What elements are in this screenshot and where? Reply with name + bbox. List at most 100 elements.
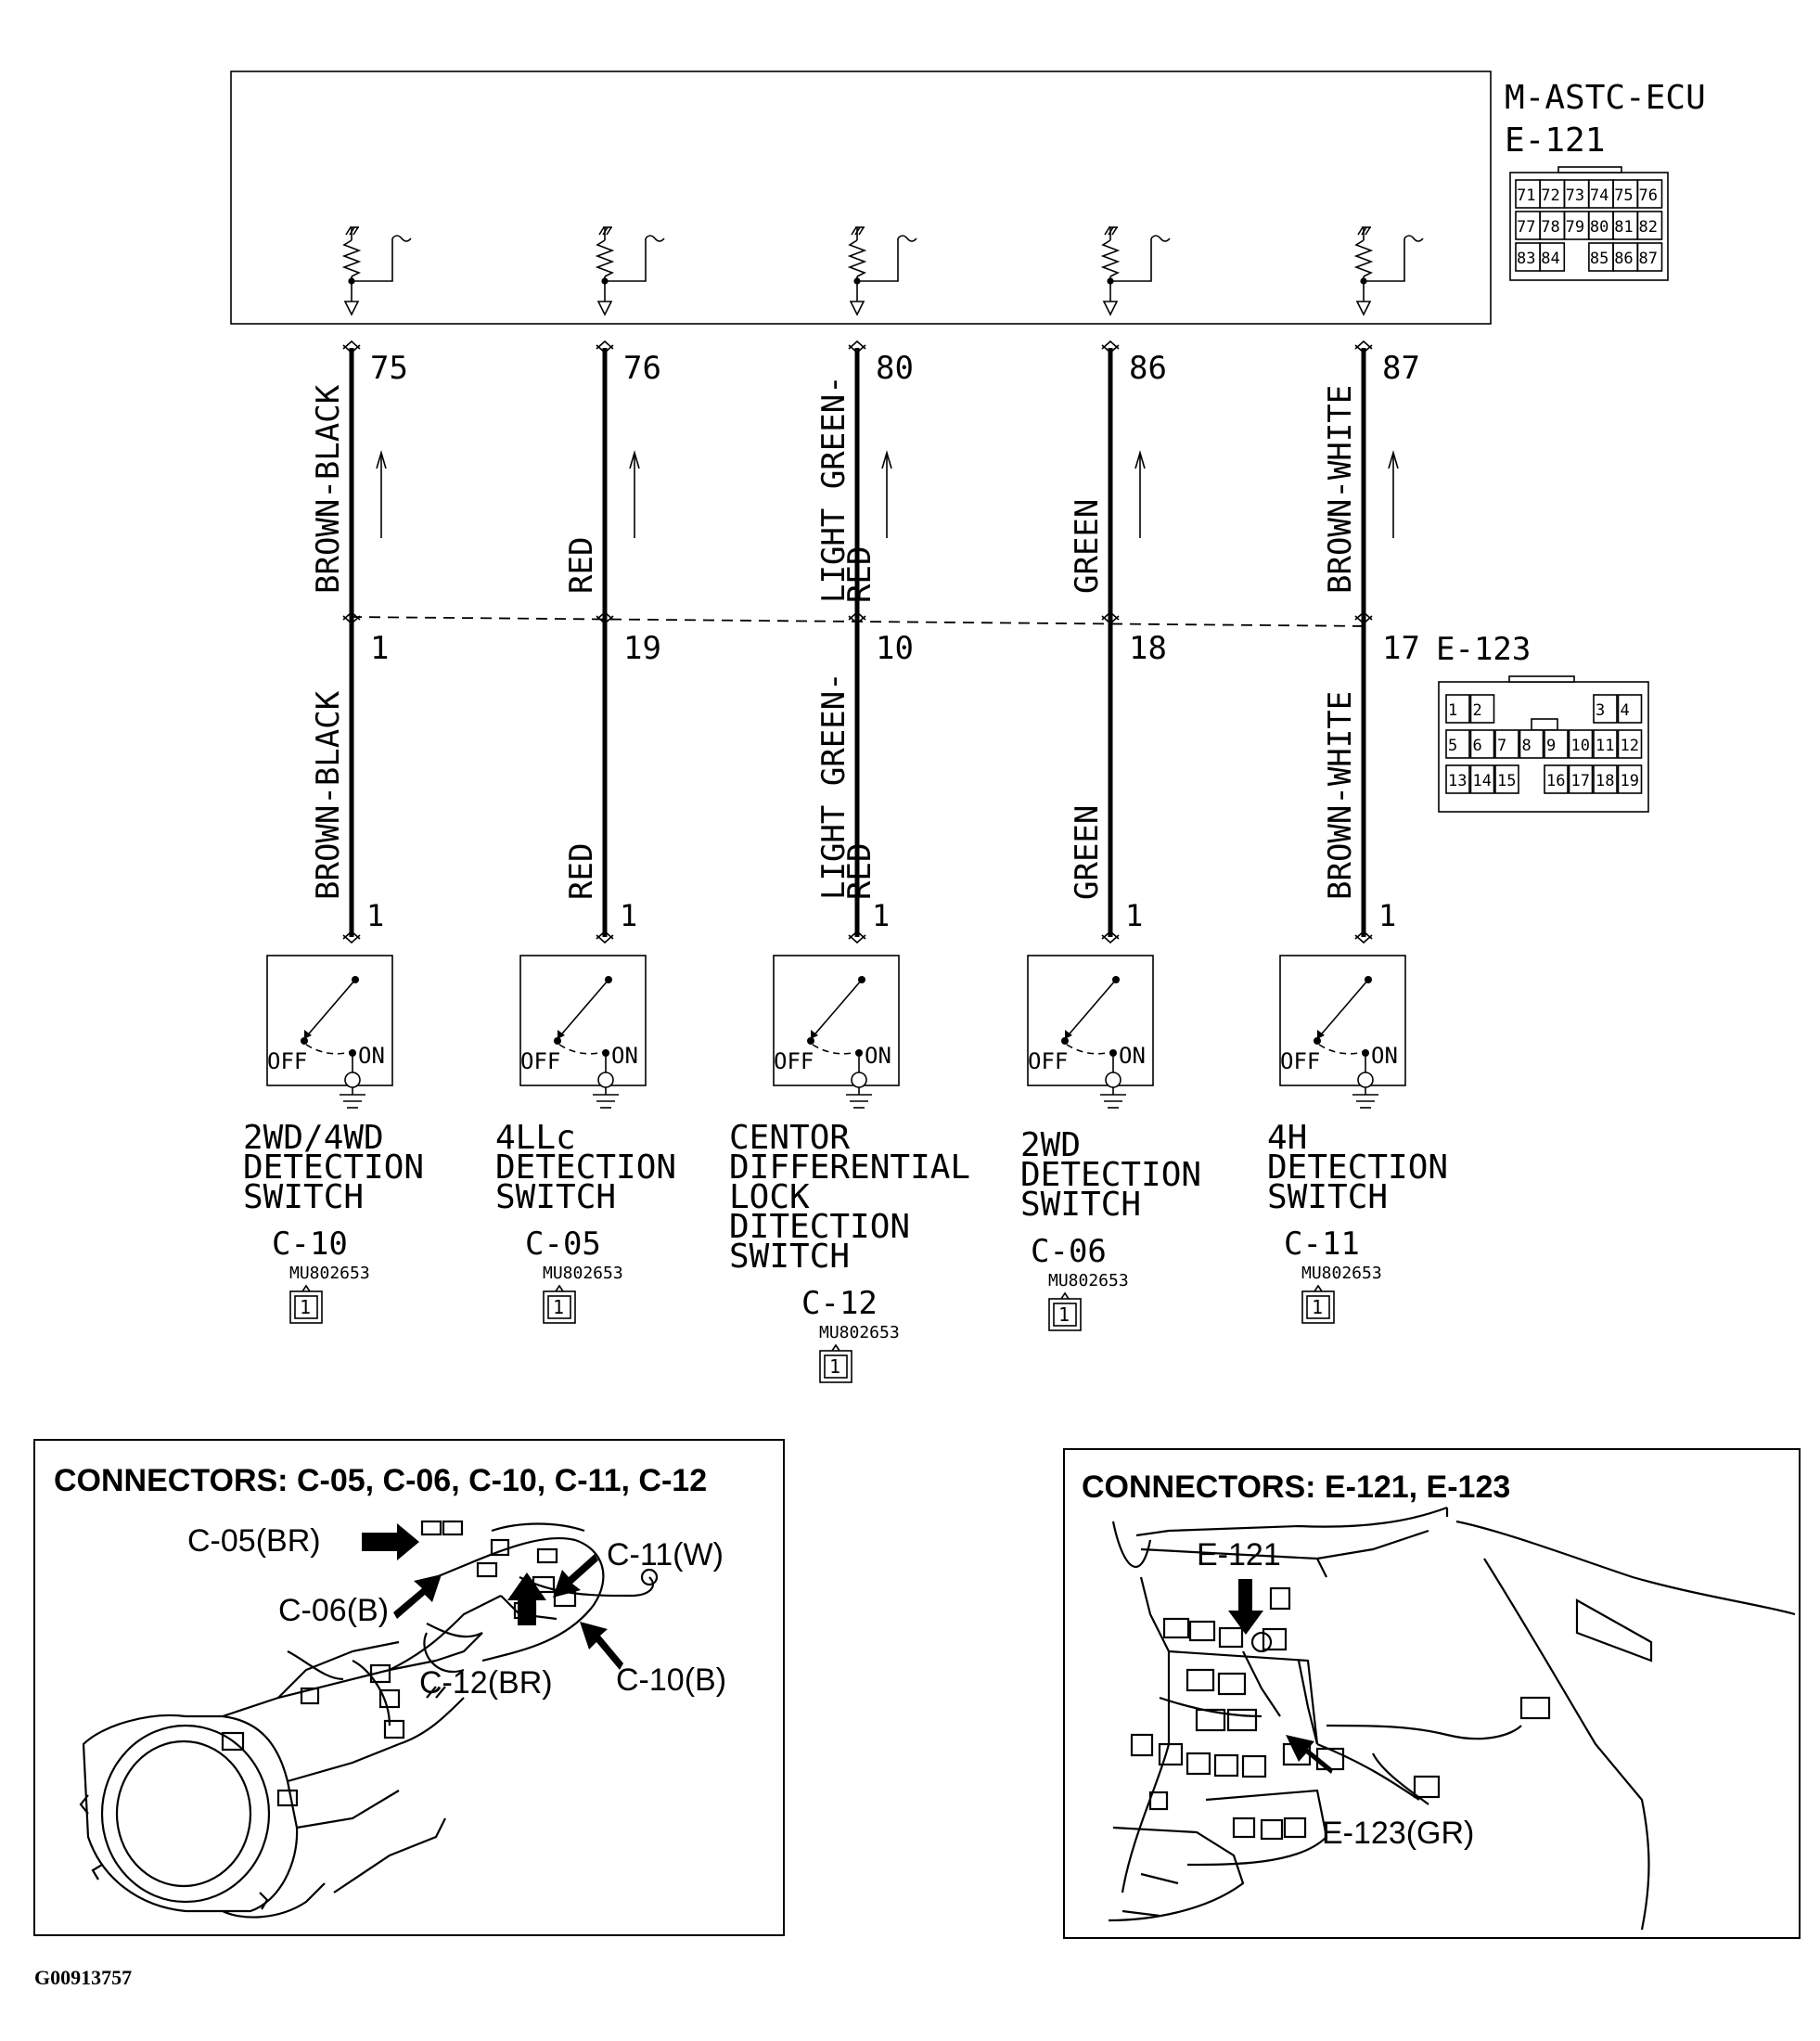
connector-chevron [848, 934, 866, 944]
arrow-head [629, 450, 640, 469]
joint-pin-number: 2 [1473, 701, 1482, 720]
switch-connector-label: C-11 [1284, 1226, 1360, 1263]
ecu-pin-number: 81 [1614, 218, 1633, 237]
switch-on-label: ON [358, 1043, 385, 1069]
wire-color-top-2: RED [841, 546, 878, 603]
connector-chevron [1354, 930, 1373, 940]
switch-on-label: ON [1371, 1043, 1398, 1069]
connector-chevron [1101, 615, 1120, 625]
switch-pin-label: 1 [366, 898, 384, 933]
switch-name-line: DETECTION [1267, 1149, 1448, 1187]
detection-switch: OFF ON [519, 955, 647, 1109]
connector-chevron [1354, 610, 1373, 621]
joint-pin-cell [1617, 764, 1643, 794]
joint-pin-number: 15 [1497, 772, 1516, 790]
switch-name-line: DETECTION [1020, 1156, 1201, 1194]
switch-pin-label: 1 [1378, 898, 1396, 933]
connector-chevron [342, 930, 361, 940]
switch-name-line: 2WD/4WD [243, 1119, 384, 1157]
switch-part-number: MU802653 [543, 1264, 623, 1283]
switch-pin-label: 1 [1125, 898, 1143, 933]
joint-pin-number: 19 [1621, 772, 1639, 790]
switch-connector-label: C-06 [1031, 1233, 1107, 1270]
switch-symbol [1027, 955, 1154, 1109]
switch-symbol [773, 955, 900, 1109]
switch-connector-face: 1 [289, 1285, 323, 1324]
switch-symbol [266, 955, 393, 1109]
switch-name-line: LOCK [729, 1178, 810, 1216]
detection-switch: OFF ON [1279, 955, 1406, 1109]
joint-pin-cell [1544, 729, 1569, 759]
switch-connector-label: C-10 [272, 1226, 348, 1263]
joint-pin-cell [1445, 694, 1470, 724]
connector-chevron [342, 340, 361, 350]
ecu-pin-label: 86 [1129, 350, 1167, 387]
switch-name-line: SWITCH [1020, 1186, 1141, 1224]
connector-chevron [342, 344, 361, 354]
ecu-pin-cell [1515, 211, 1541, 240]
joint-pin-number: 17 [1571, 772, 1590, 790]
connector-chevron [596, 934, 614, 944]
connector-chevron [1354, 615, 1373, 625]
joint-pin-cell [1494, 764, 1519, 794]
ecu-connector-label: E-121 [1505, 122, 1605, 160]
switch-name-line: DIFFERENTIAL [729, 1149, 970, 1187]
switch-on-label: ON [611, 1043, 638, 1069]
connector-chevron [596, 615, 614, 625]
panel-right-title: CONNECTORS: E-121, E-123 [1082, 1470, 1510, 1505]
ecu-pin-cell [1563, 211, 1590, 240]
arrow-head [1134, 450, 1146, 469]
joint-pin-number: 9 [1546, 737, 1556, 755]
ecu-pin-number: 72 [1541, 186, 1559, 205]
connector-chevron [1354, 340, 1373, 350]
ecu-pin-cell [1612, 242, 1638, 272]
wire-color-bottom-2: RED [841, 843, 878, 900]
connector-chevron [848, 344, 866, 354]
callout-c10: C-10(B) [616, 1662, 726, 1698]
wire-color-top: LIGHT GREEN- [815, 375, 852, 603]
joint-pin-label: 17 [1382, 630, 1420, 667]
joint-pin-cell [1469, 729, 1495, 759]
joint-pin-cell [1568, 729, 1594, 759]
joint-pin-cell [1544, 764, 1569, 794]
arrow-head [881, 450, 892, 469]
callout-e123: E-123(GR) [1322, 1816, 1474, 1851]
switch-pin-label: 1 [620, 898, 637, 933]
callout-c12: C-12(BR) [419, 1665, 553, 1701]
callout-c06: C-06(B) [278, 1593, 389, 1628]
wire-color-top: RED [563, 537, 600, 594]
connector-chevron [596, 340, 614, 350]
switch-name-line: DITECTION [729, 1208, 910, 1246]
ecu-pin-cell [1515, 179, 1541, 209]
switch-off-label: OFF [520, 1048, 560, 1074]
switch-on-label: ON [1119, 1043, 1146, 1069]
joint-pin-number: 8 [1522, 737, 1532, 755]
callout-e121: E-121 [1197, 1537, 1281, 1572]
switch-part-number: MU802653 [289, 1264, 370, 1283]
connector-chevron [1101, 610, 1120, 621]
joint-pin-label: 10 [876, 630, 914, 667]
switch-connector-face: 1 [1048, 1292, 1082, 1331]
switch-off-label: OFF [1280, 1048, 1320, 1074]
dashboard-illustration [1108, 1506, 1796, 1931]
switch-connector-label: C-12 [801, 1285, 878, 1322]
joint-pin-number: 18 [1596, 772, 1614, 790]
switch-name-line: DETECTION [243, 1149, 424, 1187]
switch-pin-label: 1 [872, 898, 890, 933]
joint-pin-number: 5 [1448, 737, 1457, 755]
joint-pin-number: 6 [1473, 737, 1482, 755]
connector-chevron [596, 610, 614, 621]
joint-pin-cell [1494, 729, 1519, 759]
joint-pin-number: 14 [1473, 772, 1492, 790]
joint-pin-cell [1469, 764, 1495, 794]
switch-name-line: SWITCH [495, 1178, 616, 1216]
panel-left-title: CONNECTORS: C-05, C-06, C-10, C-11, C-12 [54, 1463, 707, 1498]
ecu-pin-label: 76 [623, 350, 661, 387]
wire-color-bottom: BROWN-BLACK [310, 690, 347, 900]
switch-name-line: CENTOR [729, 1119, 850, 1157]
